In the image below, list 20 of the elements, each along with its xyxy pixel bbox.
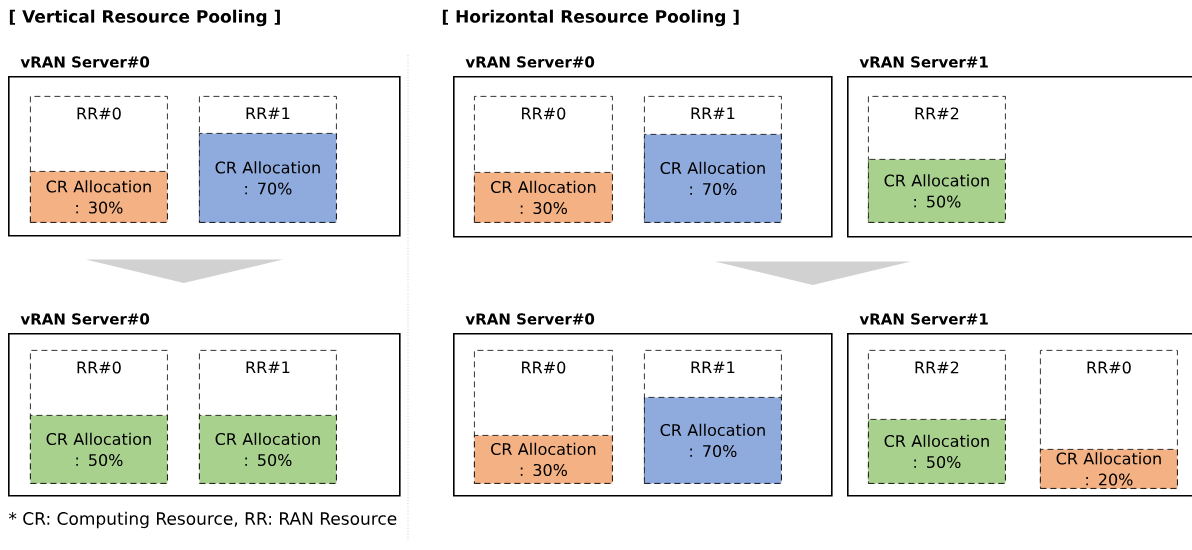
node-label: vRAN Server#1 xyxy=(859,313,988,325)
node-label: vRAN Server#0 xyxy=(465,56,595,68)
node-label: vRAN Server#0 xyxy=(465,313,595,325)
allocation-bar: CR Allocation : 20% xyxy=(1040,449,1178,489)
allocation-bar: CR Allocation : 50% xyxy=(868,419,1006,484)
allocation-bar: CR Allocation : 70% xyxy=(199,133,337,223)
allocation-bar: CR Allocation : 70% xyxy=(644,397,782,484)
node-label: vRAN Server#1 xyxy=(859,56,988,68)
allocation-bar: CR Allocation : 50% xyxy=(30,415,168,484)
allocation-bar: CR Allocation : 30% xyxy=(30,171,168,223)
allocation-bar: CR Allocation : 70% xyxy=(644,134,782,223)
allocation-bar: CR Allocation : 30% xyxy=(474,172,613,223)
section-title: [ Horizontal Resource Pooling ] xyxy=(442,9,739,27)
section-title: [ Vertical Resource Pooling ] xyxy=(9,9,280,27)
allocation-bar: CR Allocation : 50% xyxy=(868,159,1006,223)
footnote: * CR: Computing Resource, RR: RAN Resource xyxy=(8,511,397,529)
node-label: vRAN Server#0 xyxy=(20,313,150,325)
allocation-bar: CR Allocation : 30% xyxy=(474,435,613,484)
node-label: vRAN Server#0 xyxy=(20,56,150,68)
allocation-bar: CR Allocation : 50% xyxy=(199,415,337,484)
